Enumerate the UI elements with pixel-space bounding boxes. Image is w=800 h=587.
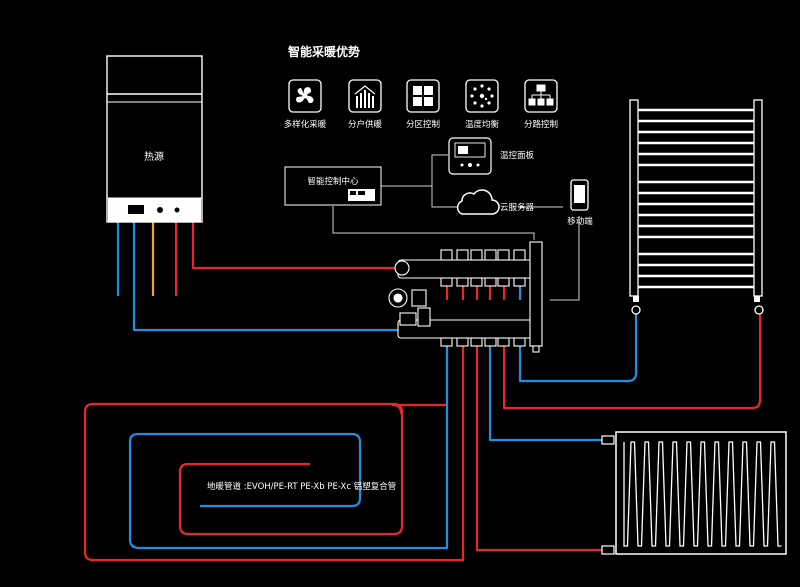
manifold-bottom-valves [440, 277, 526, 347]
page-title: 智能采暖优势 [287, 44, 360, 59]
feature-multi-heating: 多样化采暖 [284, 79, 327, 130]
fan-icon [296, 87, 314, 104]
panel-radiator-return [488, 345, 602, 442]
floor-loop-red-outer [83, 345, 465, 562]
feature-temperature-balance: 温度均衡 [465, 79, 500, 130]
feature-label-3: 分区控制 [406, 119, 440, 130]
cloud-label: 云服务器 [500, 202, 535, 213]
towel-rail-return [518, 310, 638, 383]
mobile-device: 移动端 [567, 179, 593, 227]
boiler-supply-to-manifold [191, 222, 398, 270]
feature-label-2: 分户供暖 [348, 119, 383, 130]
thermostat-panel: 温控面板 [448, 137, 535, 175]
thermostat-label: 温控面板 [500, 150, 535, 161]
towel-rail-bars [638, 108, 754, 289]
feature-label-1: 多样化采暖 [284, 119, 327, 130]
dots-circle-icon [470, 84, 494, 108]
control-lines [332, 154, 580, 301]
heat-source-label: 热源 [144, 150, 164, 163]
feature-row: 多样化采暖 分户供暖 分区控制 [284, 79, 558, 130]
tree-icon [528, 84, 554, 106]
floor-loop-blue [128, 345, 449, 550]
towel-rail-supply [502, 310, 762, 410]
panel-radiator-fins [623, 441, 782, 547]
panel-radiator [601, 431, 787, 555]
cloud-server: 云服务器 [456, 189, 535, 215]
panel-radiator-supply [475, 345, 602, 552]
manifold-top-valves [440, 249, 526, 261]
control-center-label: 智能控制中心 [307, 176, 359, 187]
feature-label-5: 分路控制 [524, 119, 558, 130]
boiler: 热源 [106, 55, 203, 223]
floor-pipe-label: 地暖管道 :EVOH/PE-RT PE-Xb PE-Xc 铝塑复合管 [207, 481, 396, 492]
mobile-label: 移动端 [567, 216, 593, 227]
towel-rail-radiator [629, 99, 764, 315]
phone-icon [570, 179, 589, 211]
feature-label-4: 温度均衡 [465, 119, 500, 130]
panel-radiator-fin-path [623, 441, 782, 547]
pressure-gauge [394, 260, 410, 276]
control-center: 智能控制中心 [284, 166, 382, 206]
grid-icon [413, 86, 433, 106]
boiler-return-to-manifold [132, 222, 398, 332]
feature-circuit-control: 分路控制 [524, 79, 558, 130]
house-bars-icon [354, 85, 376, 108]
feature-zone-control: 分区控制 [406, 79, 440, 130]
floor-loop-supply [391, 345, 449, 415]
pipes [83, 222, 762, 562]
feature-household-heating: 分户供暖 [348, 79, 383, 130]
manifold [388, 241, 543, 353]
cloud-icon [456, 189, 500, 215]
